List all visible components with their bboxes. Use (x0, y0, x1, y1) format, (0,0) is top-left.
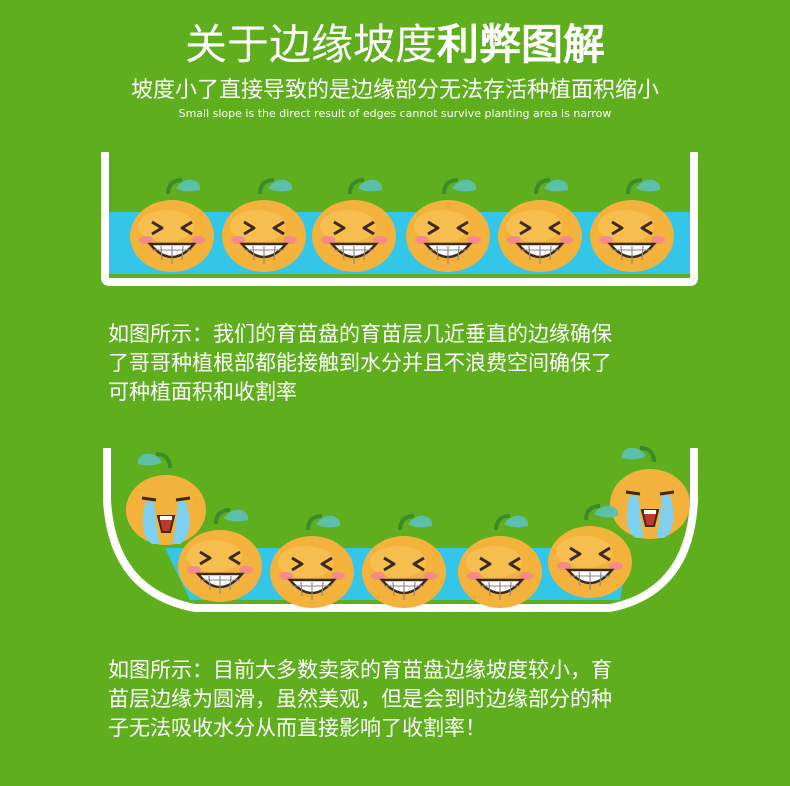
text-line: 如图所示：我们的育苗盘的育苗层几近垂直的边缘确保 (108, 322, 612, 346)
page-subtitle: 坡度小了直接导致的是边缘部分无法存活种植面积缩小 (130, 78, 659, 103)
laughing-orange-icon (220, 177, 308, 274)
description-curved-tray: 如图所示：目前大多数卖家的育苗盘边缘坡度较小，育 苗层边缘为圆滑，虽然美观，但是… (108, 656, 708, 743)
description-vertical-tray: 如图所示：我们的育苗盘的育苗层几近垂直的边缘确保 了哥哥种植根部都能接触到水分并… (108, 320, 708, 407)
laughing-orange-icon (310, 177, 398, 274)
title-bold: 利弊图解 (437, 20, 606, 69)
text-line: 如图所示：目前大多数卖家的育苗盘边缘坡度较小，育 (108, 658, 612, 682)
laughing-orange-icon (588, 177, 676, 274)
title-light: 关于边缘坡度 (184, 20, 437, 69)
laughing-orange-icon (128, 177, 216, 274)
laughing-orange-icon (360, 513, 448, 610)
crying-orange-icon (124, 451, 208, 547)
crying-orange-icon (608, 445, 692, 541)
text-line: 子无法吸收水分从而直接影响了收割率！ (108, 716, 486, 740)
laughing-orange-icon (404, 177, 492, 274)
laughing-orange-icon (496, 177, 584, 274)
text-line: 苗层边缘为圆滑，虽然美观，但是会到时边缘部分的种 (108, 687, 612, 711)
laughing-orange-icon (268, 513, 356, 610)
vertical-tray (101, 152, 698, 286)
text-line: 可种植面积和收割率 (108, 380, 297, 404)
text-line: 了哥哥种植根部都能接触到水分并且不浪费空间确保了 (108, 351, 612, 375)
tray-wall-2 (103, 448, 698, 612)
laughing-orange-icon (456, 513, 544, 610)
page-title: 关于边缘坡度利弊图解 (0, 18, 790, 72)
tray-wall-1 (101, 152, 698, 286)
english-caption: Small slope is the direct result of edge… (178, 107, 612, 120)
curved-tray (103, 445, 698, 612)
